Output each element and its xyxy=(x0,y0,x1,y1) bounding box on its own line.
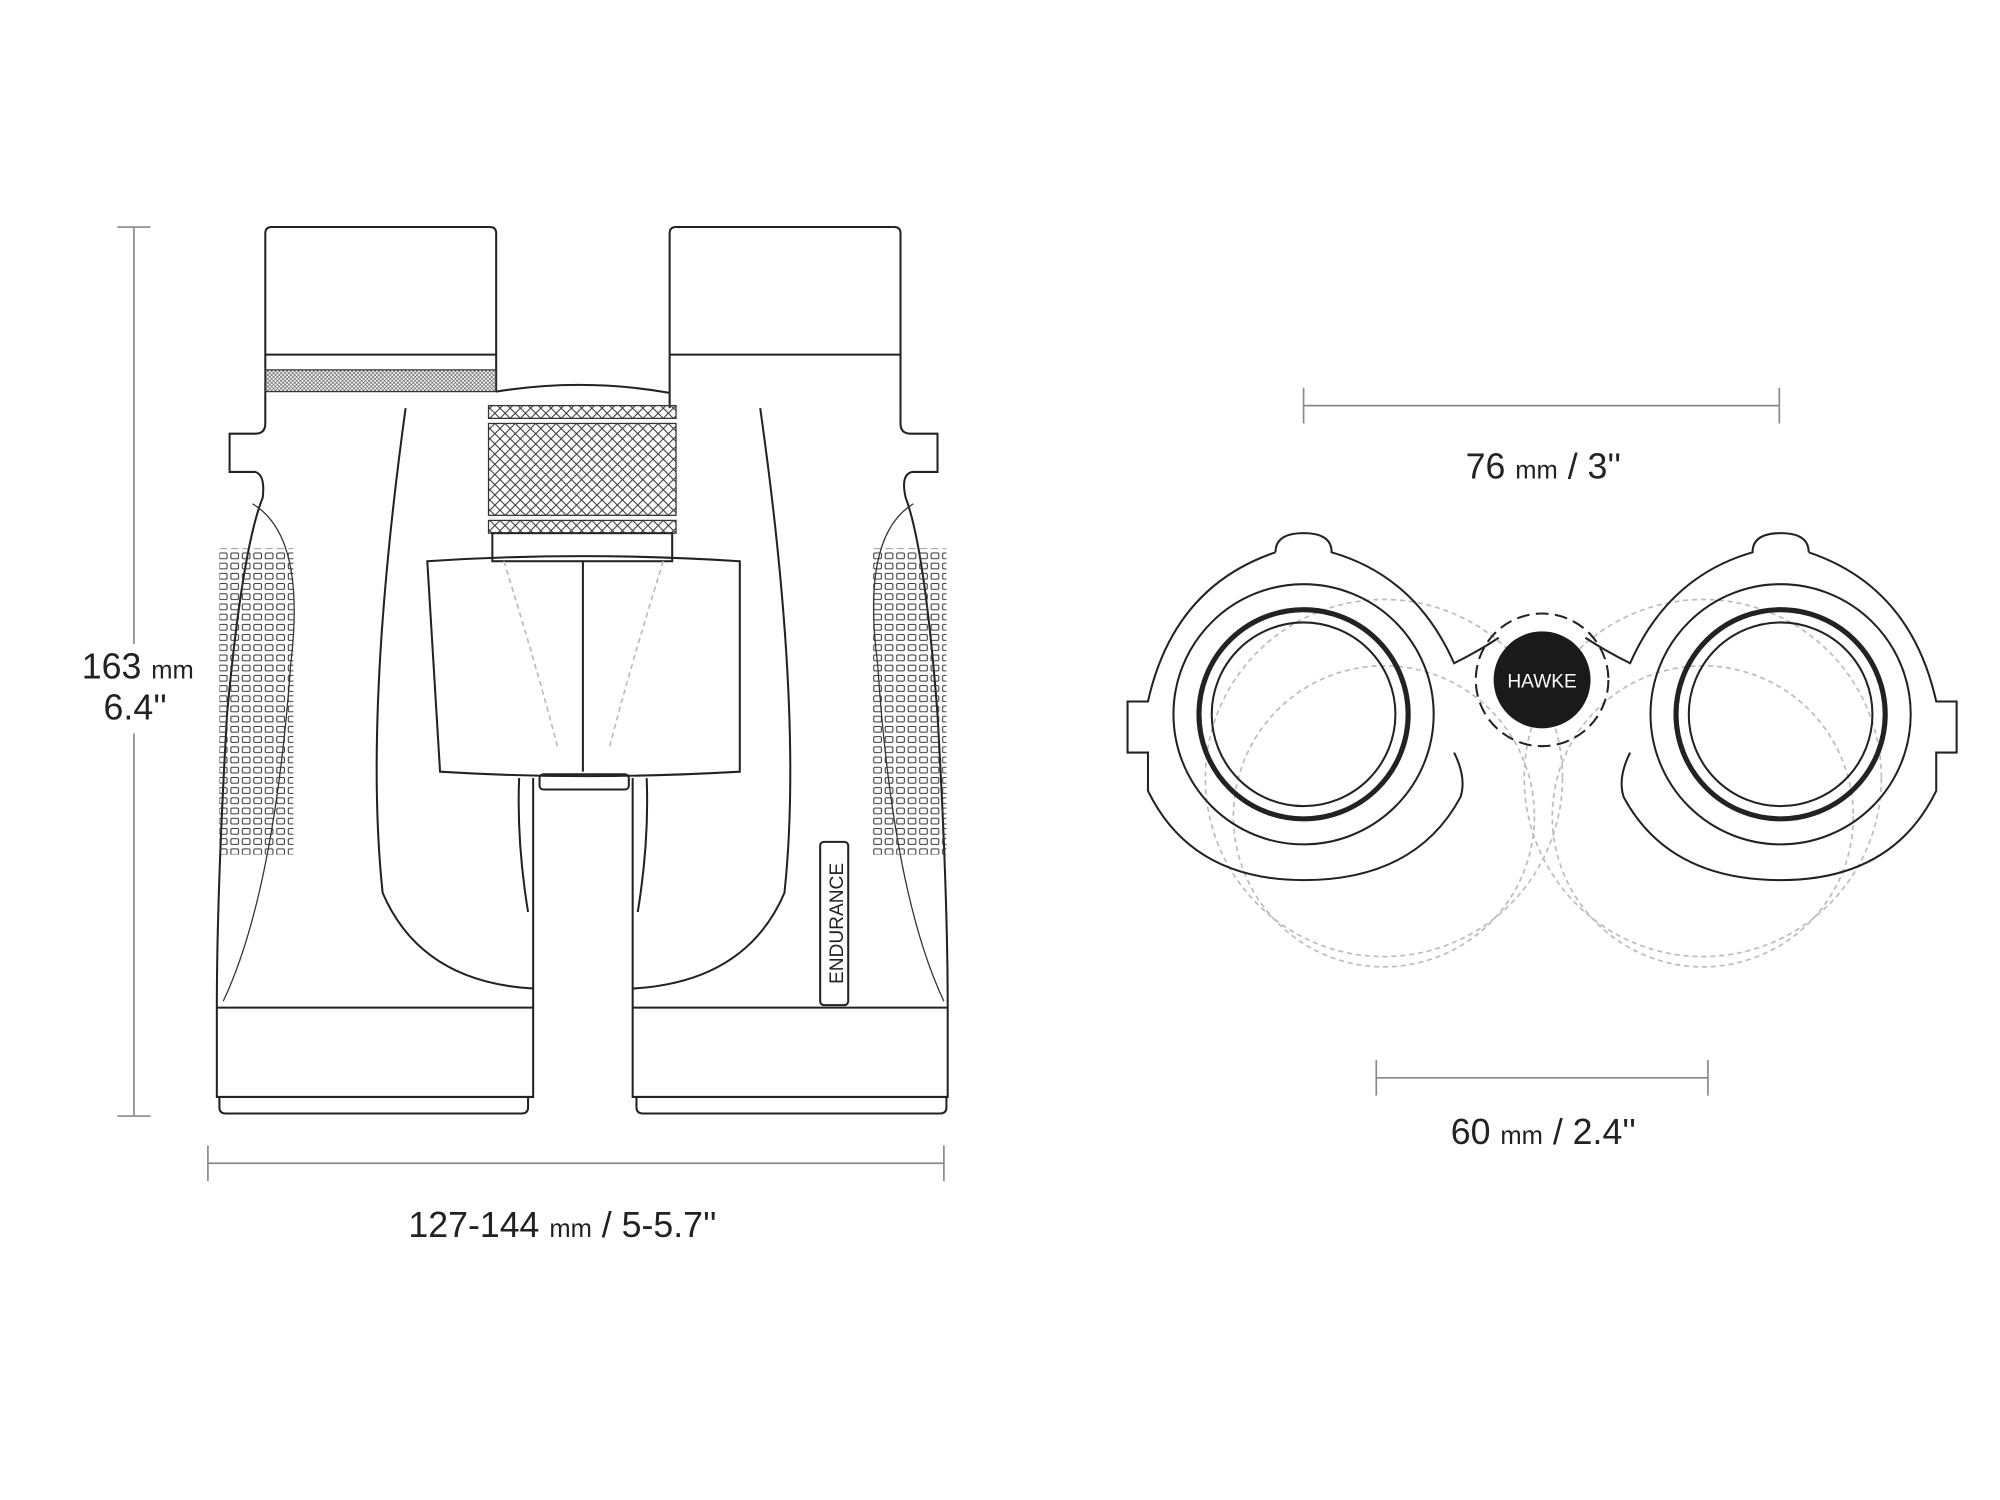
width-dimension: 127-144 mm / 5-5.7'' xyxy=(207,1145,945,1245)
max-distance-label: 76 mm / 3'' xyxy=(1466,446,1621,486)
center-bridge xyxy=(426,555,741,778)
min-distance-label: 60 mm / 2.4'' xyxy=(1451,1112,1636,1152)
interpupillary-max-dimension: 76 mm / 3'' xyxy=(1302,387,1781,486)
height-dimension: 163 mm 6.4'' xyxy=(82,226,194,1117)
hawke-logo: HAWKE xyxy=(1493,631,1591,729)
model-badge: ENDURANCE xyxy=(819,840,850,1007)
binocular-rear-view: HAWKE xyxy=(1126,532,1958,968)
height-imperial-label: 6.4'' xyxy=(104,687,167,727)
binocular-front-view: ENDURANCE xyxy=(215,226,949,1115)
svg-text:HAWKE: HAWKE xyxy=(1507,672,1576,693)
focus-wheel xyxy=(487,404,677,563)
height-metric-label: 163 mm xyxy=(82,647,194,687)
width-label: 127-144 mm / 5-5.7'' xyxy=(408,1205,716,1245)
svg-text:ENDURANCE: ENDURANCE xyxy=(827,863,848,984)
left-eyecup xyxy=(264,226,498,392)
right-eyecup xyxy=(668,226,902,409)
interpupillary-min-dimension: 60 mm / 2.4'' xyxy=(1375,1059,1709,1152)
